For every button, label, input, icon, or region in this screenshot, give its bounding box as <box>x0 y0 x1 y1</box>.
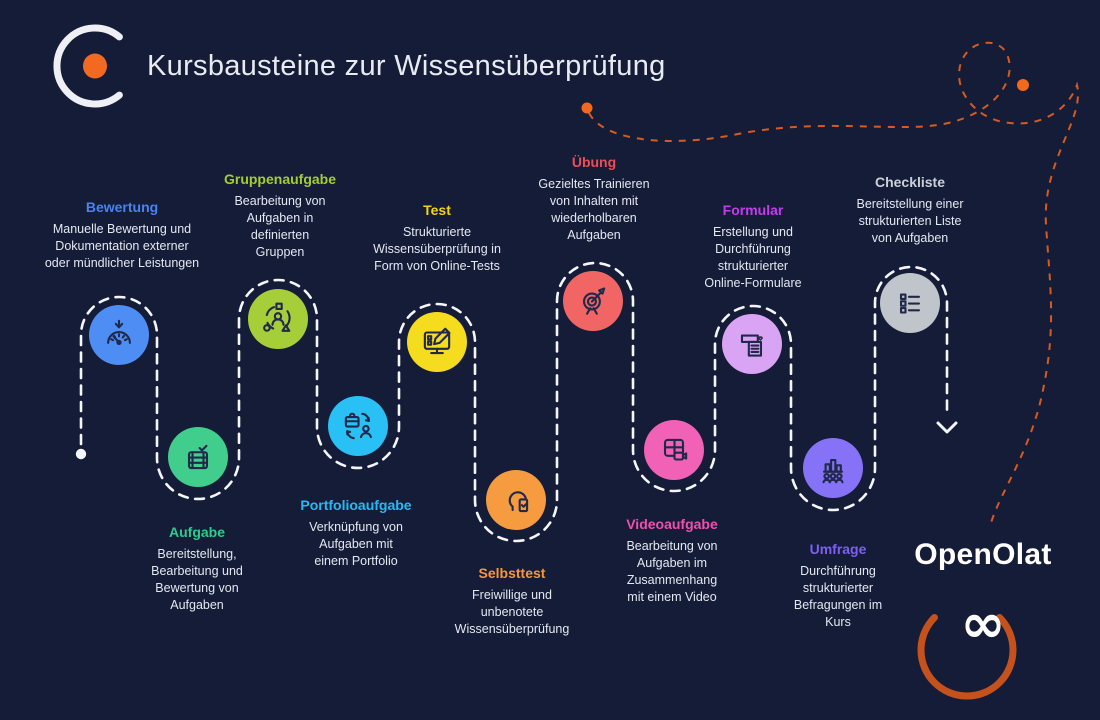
openolat-logo-icon: ∞ <box>903 572 1063 712</box>
brand-name: OpenOlat <box>914 538 1052 571</box>
openolat-brand: OpenOlat ∞ <box>903 538 1063 712</box>
node-title: Formular <box>722 202 784 218</box>
node-description: Bereitstellung einer strukturierten List… <box>856 197 964 245</box>
portfolio-exchange-icon <box>344 412 372 440</box>
squiggle-dot-right <box>1017 79 1029 91</box>
node-description: Gezieltes Trainieren von Inhalten mit wi… <box>538 177 650 242</box>
self-check-icon <box>508 491 529 513</box>
node-circle <box>407 312 467 372</box>
journey-path <box>79 261 949 543</box>
survey-icon <box>822 459 844 484</box>
node-description: Durchführung strukturierter Befragungen … <box>793 564 883 629</box>
infinity-icon: ∞ <box>960 592 1006 655</box>
node-title: Übung <box>571 154 617 170</box>
node-title: Bewertung <box>85 199 159 215</box>
node-description: Bearbeitung von Aufgaben im Zusammenhang… <box>626 539 718 604</box>
node-circle <box>248 289 308 349</box>
node-description: Erstellung und Durchführung strukturiert… <box>704 225 802 290</box>
checklist-icon <box>899 293 921 314</box>
node-title: Videoaufgabe <box>626 516 718 532</box>
node-circle <box>328 396 388 456</box>
journey-end-arrow-icon <box>936 421 958 434</box>
node-circle <box>722 314 782 374</box>
node-title: Gruppenaufgabe <box>223 171 336 187</box>
node-circle <box>880 273 940 333</box>
openolat-c-logo-icon <box>53 24 123 108</box>
online-test-icon <box>423 327 451 355</box>
video-task-icon <box>663 438 688 461</box>
node-description: Freiwillige und unbenotete Wissensüberpr… <box>454 588 570 636</box>
node-description: Bearbeitung von Aufgaben in definierten … <box>234 194 326 259</box>
node-circle <box>89 305 149 365</box>
node-circle <box>486 470 546 530</box>
form-icon <box>740 334 763 357</box>
node-description: Manuelle Bewertung und Dokumentation ext… <box>44 222 200 270</box>
node-title: Checkliste <box>874 174 946 190</box>
target-icon <box>582 287 606 315</box>
node-title: Umfrage <box>809 541 867 557</box>
node-circle <box>803 438 863 498</box>
group-icon <box>263 302 291 332</box>
node-description: Bereitstellung, Bearbeitung und Bewertun… <box>151 547 243 612</box>
node-title: Portfolioaufgabe <box>300 497 412 513</box>
squiggle-dot-left <box>581 102 593 114</box>
node-description: Verknüpfung von Aufgaben mit einem Portf… <box>309 520 403 568</box>
node-circle <box>644 420 704 480</box>
gauge-icon <box>107 319 131 346</box>
node-title: Aufgabe <box>169 524 225 540</box>
node-description: Strukturierte Wissensüberprüfung in Form… <box>373 225 501 273</box>
task-stack-icon <box>187 444 209 470</box>
node-circle <box>563 271 623 331</box>
node-title: Test <box>423 202 451 218</box>
journey-start-dot <box>75 448 87 460</box>
node-title: Selbsttest <box>478 565 546 581</box>
node-circle <box>168 427 228 487</box>
page-title: Kursbausteine zur Wissensüberprüfung <box>147 50 666 82</box>
squiggle-path <box>588 41 1079 524</box>
